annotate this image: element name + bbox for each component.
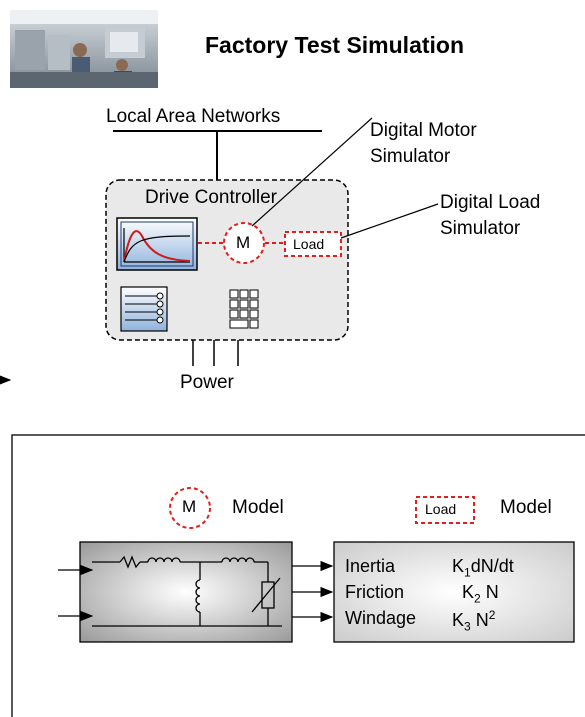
power-label: Power — [180, 372, 234, 393]
factory-photo — [10, 10, 158, 88]
load-model-label: Model — [500, 497, 552, 518]
load-sim-label-2: Simulator — [440, 218, 521, 239]
load-sim-box — [284, 231, 342, 257]
page-title: Factory Test Simulation — [205, 32, 465, 58]
load-equation-block — [333, 541, 575, 643]
load-sim-label-1: Digital Load — [440, 192, 541, 213]
load-model-box-label: Load — [425, 501, 457, 517]
load-model-box — [415, 496, 475, 524]
motor-leader-line — [251, 117, 373, 227]
load-box-label: Load — [293, 236, 325, 252]
eq-inertia-name: Inertia — [345, 556, 396, 576]
eq-friction-name: Friction — [345, 582, 405, 602]
motor-circuit-block — [79, 541, 293, 643]
keypad-icon — [229, 289, 259, 329]
network-label: Local Area Networks — [106, 106, 281, 127]
eq-windage-name: Windage — [345, 608, 417, 628]
inductor-icon — [147, 557, 181, 563]
motor-model-symbol: M — [182, 497, 197, 516]
meter-icon — [120, 286, 168, 332]
eq-inertia-value: K1dN/dt — [452, 556, 514, 580]
eq-windage-value: K3 N2 — [452, 608, 496, 634]
motor-model-circle — [169, 487, 211, 529]
motor-sim-circle — [223, 222, 265, 264]
load-leader-line — [340, 203, 439, 239]
controller-label: Drive Controller — [145, 187, 277, 208]
motor-sim-label-2: Simulator — [370, 146, 451, 167]
motor-symbol: M — [236, 233, 251, 252]
scope-trace-icon — [116, 217, 198, 271]
eq-friction-value: K2 N — [462, 582, 499, 606]
motor-sim-label-1: Digital Motor — [370, 120, 477, 141]
motor-model-label: Model — [232, 497, 284, 518]
resistor-icon — [119, 555, 141, 569]
